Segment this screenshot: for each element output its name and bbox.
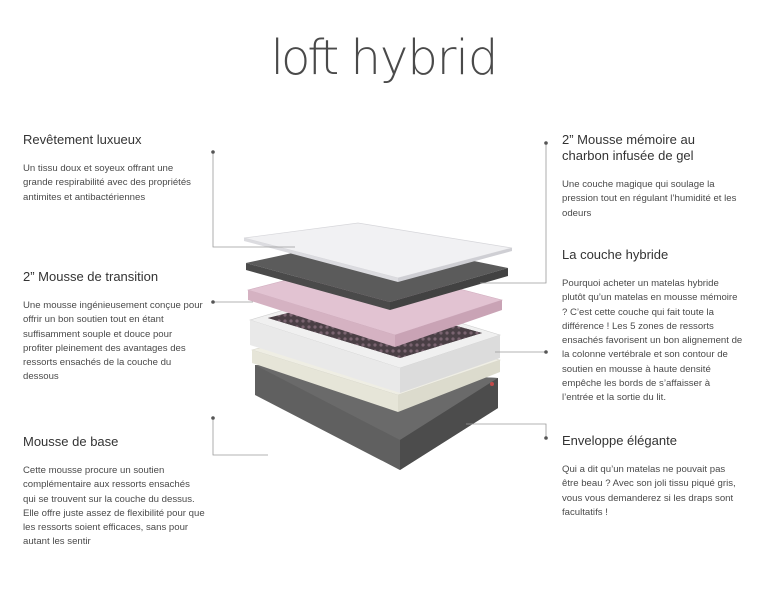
feature-text: Une mousse ingénieusement conçue pour of… [23, 300, 203, 383]
leader-lines [212, 143, 547, 456]
cover-layer [243, 222, 513, 282]
brand-logo: loft hybrid [0, 30, 768, 86]
feature-transition: 2” Mousse de transition Une mousse ingén… [23, 269, 203, 385]
leader-dots [211, 141, 548, 440]
feature-text: Qui a dit qu’un matelas ne pouvait pas ê… [562, 464, 736, 518]
feature-text: Un tissu doux et soyeux offrant une gran… [23, 163, 191, 203]
feature-title: Revêtement luxueux [23, 132, 142, 147]
feature-hybride: La couche hybride Pourquoi acheter un ma… [562, 247, 744, 406]
logo-hybrid: hybrid [350, 30, 499, 86]
feature-text: Une couche magique qui soulage la pressi… [562, 179, 737, 219]
logo-loft: loft [270, 30, 340, 86]
feature-memoire: 2” Mousse mémoire au charbon infusée de … [562, 132, 744, 221]
feature-title: 2” Mousse de transition [23, 269, 159, 284]
feature-title: Mousse de base [23, 434, 119, 449]
feature-title: La couche hybride [562, 247, 669, 262]
feature-enveloppe: Enveloppe élégante Qui a dit qu’un matel… [562, 433, 744, 520]
feature-base: Mousse de base Cette mousse procure un s… [23, 434, 205, 550]
feature-title: 2” Mousse mémoire au charbon infusée de … [562, 132, 695, 163]
feature-title: Enveloppe élégante [562, 433, 677, 448]
feature-text: Cette mousse procure un soutien compléme… [23, 465, 205, 548]
feature-text: Pourquoi acheter un matelas hybride plut… [562, 278, 743, 404]
feature-revetement: Revêtement luxueux Un tissu doux et soye… [23, 132, 198, 205]
